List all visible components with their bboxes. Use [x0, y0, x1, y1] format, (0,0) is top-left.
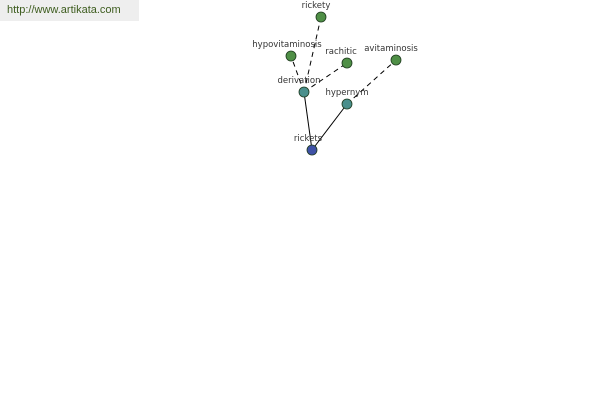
watermark-url[interactable]: http://www.artikata.com [0, 0, 139, 21]
node-label-hypernym: hypernym [325, 88, 368, 98]
node-hypernym[interactable]: hypernym [325, 88, 369, 110]
node-circle-rickety[interactable] [315, 11, 327, 23]
node-hypovitaminosis[interactable]: hypovitaminosis [252, 40, 322, 62]
node-avitaminosis[interactable]: avitaminosis [364, 44, 418, 66]
node-circle-derivation[interactable] [298, 86, 310, 98]
node-label-hypovitaminosis: hypovitaminosis [252, 40, 322, 50]
edge-hypernym-avitaminosis [346, 59, 397, 105]
graph-edges [290, 16, 397, 151]
node-circle-hypovitaminosis[interactable] [285, 50, 297, 62]
node-circle-avitaminosis[interactable] [390, 54, 402, 66]
node-derivation[interactable]: derivation [277, 76, 321, 98]
edge-derivation-rickety [303, 16, 322, 93]
node-label-derivation: derivation [277, 76, 320, 86]
node-label-rickety: rickety [302, 1, 331, 11]
edge-rickets-derivation [303, 91, 313, 151]
edge-rickets-hypernym [311, 103, 348, 151]
graph-nodes: rickets derivation hypernym rickety hypovita… [252, 1, 418, 156]
node-rickety[interactable]: rickety [302, 1, 331, 23]
edge-derivation-hypovitaminosis [290, 55, 305, 93]
node-rickets[interactable]: rickets [294, 134, 323, 156]
node-label-rickets: rickets [294, 134, 323, 144]
node-label-avitaminosis: avitaminosis [364, 44, 418, 54]
node-circle-hypernym[interactable] [341, 98, 353, 110]
node-circle-rickets[interactable] [306, 144, 318, 156]
node-circle-rachitic[interactable] [341, 57, 353, 69]
node-rachitic[interactable]: rachitic [325, 47, 357, 69]
node-label-rachitic: rachitic [325, 47, 357, 57]
